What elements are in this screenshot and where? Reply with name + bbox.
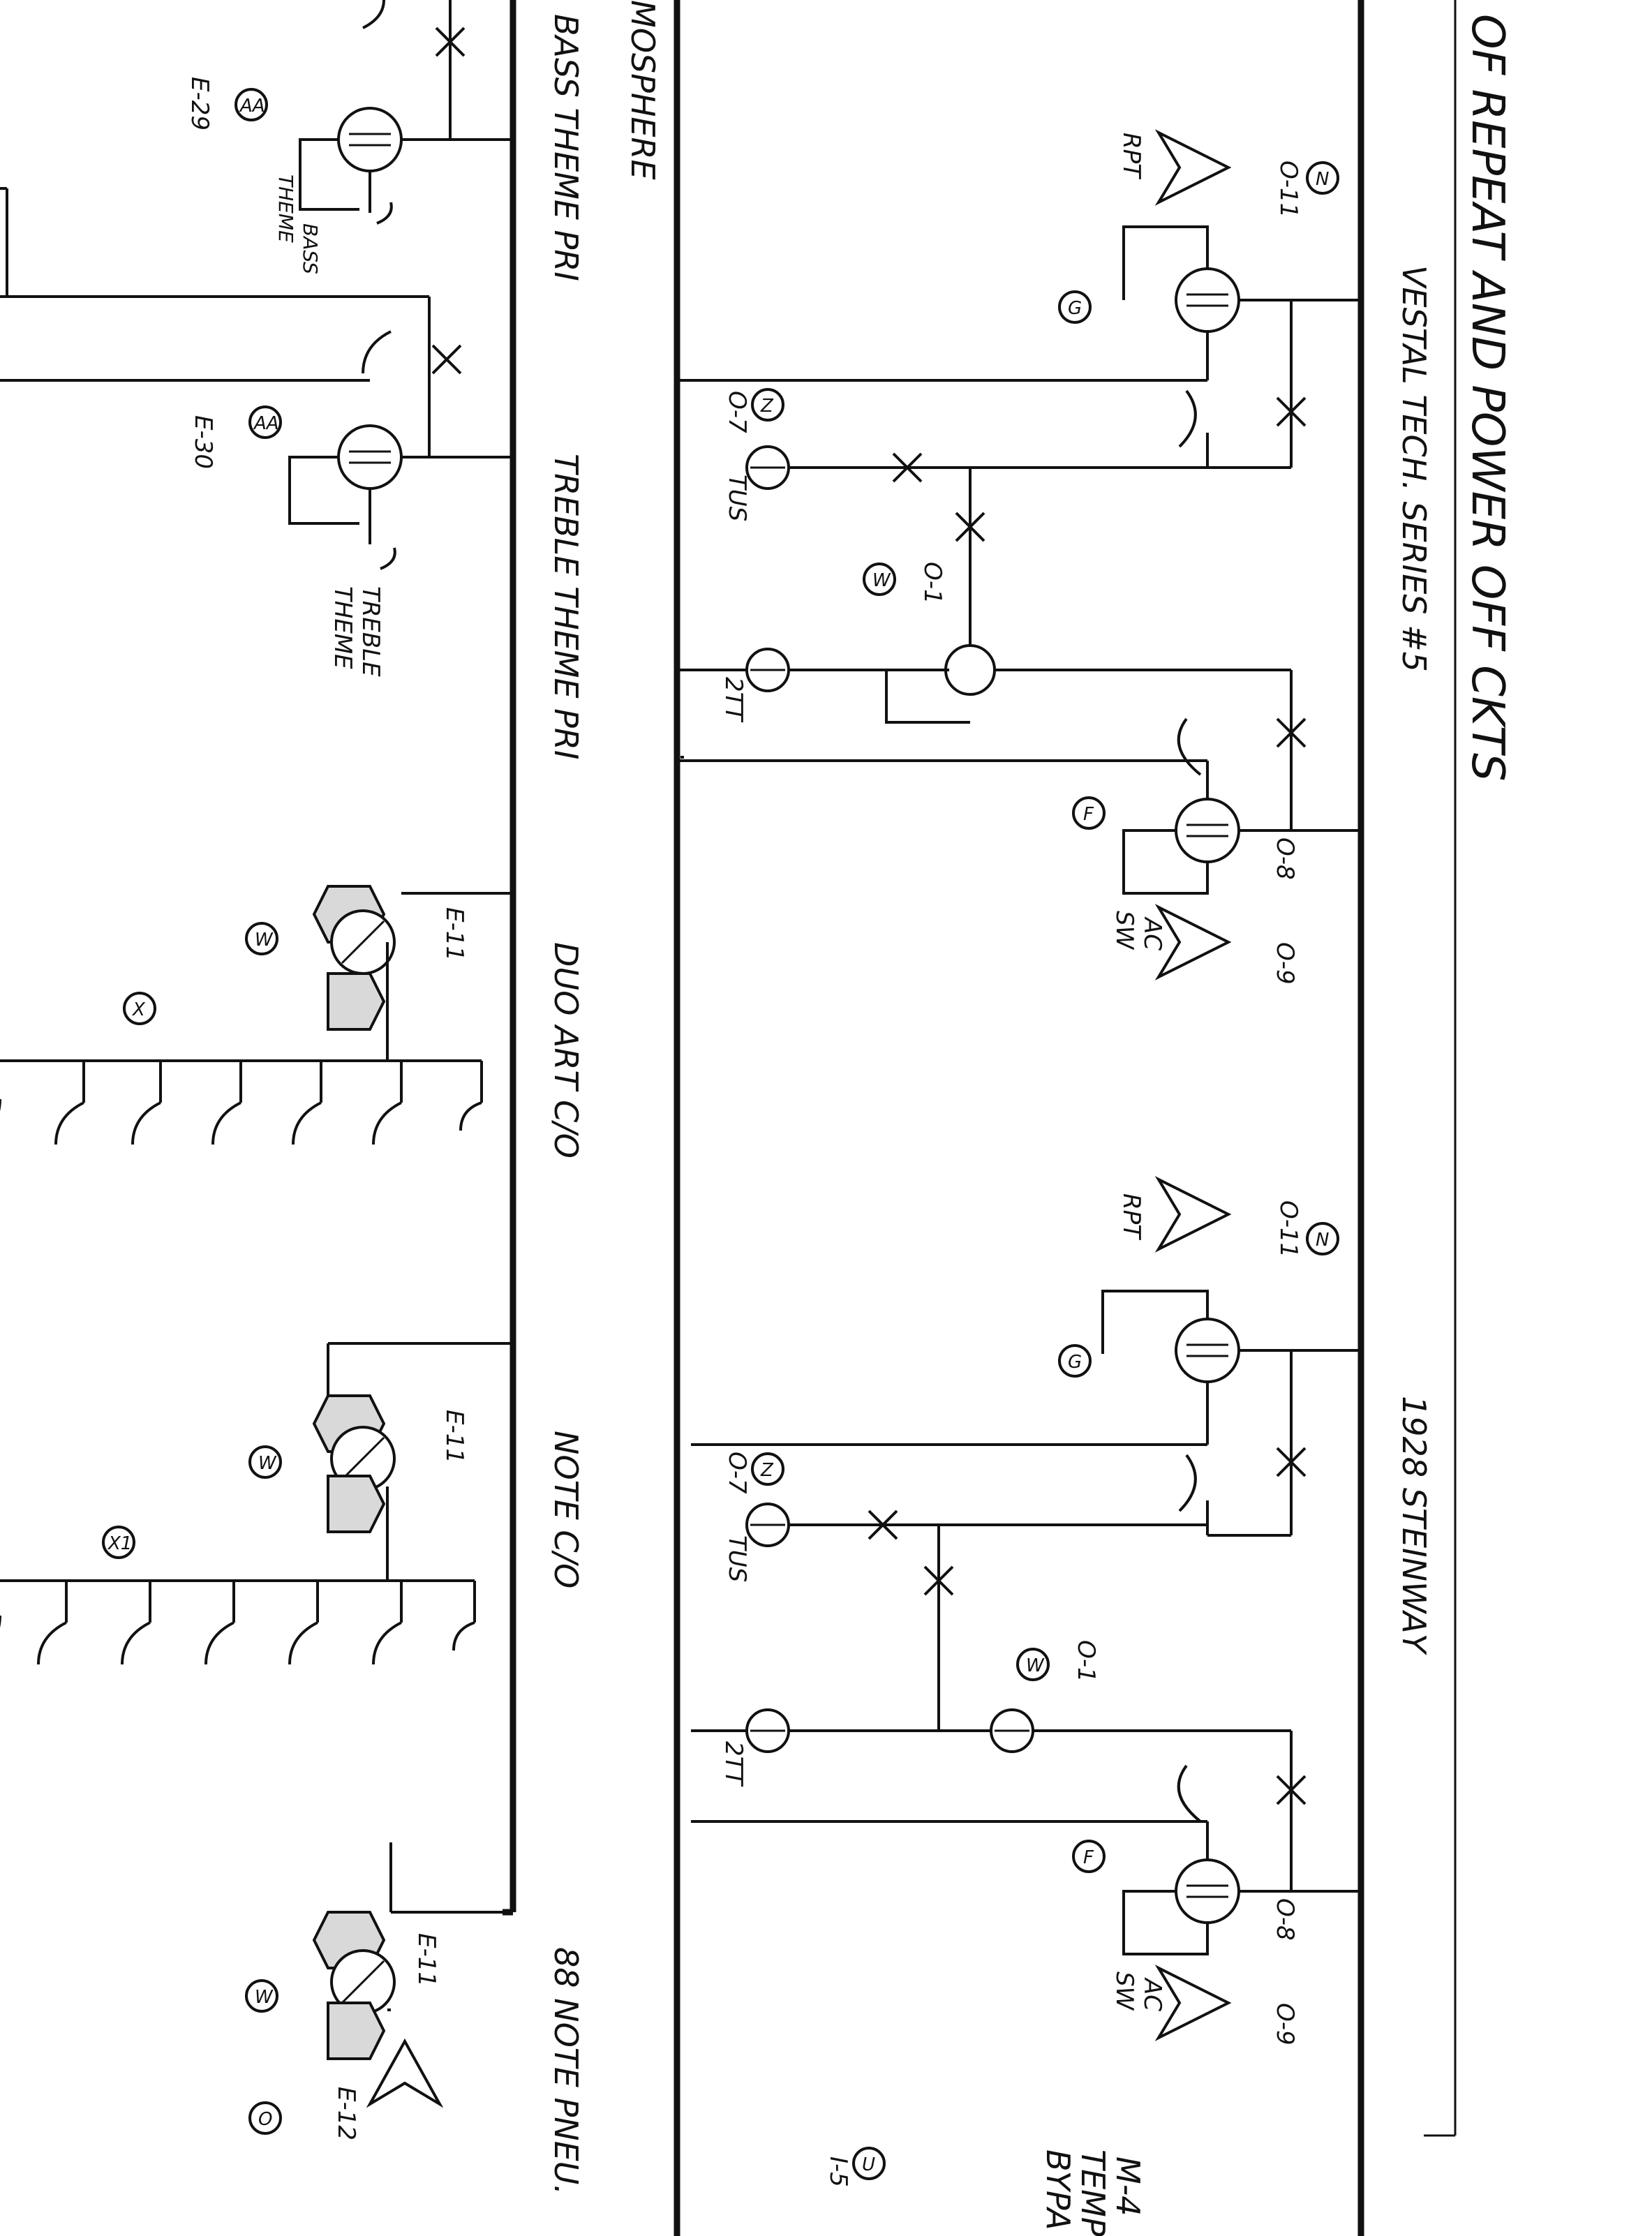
treble-theme-circuit: AA E-30 TREBLE THEME — [0, 379, 513, 677]
section-atmosphere: MOSPHERE — [624, 0, 662, 180]
cross-mark — [431, 344, 462, 375]
title-group: OF REPEAT AND POWER OFF CKTS — [1424, 0, 1513, 2137]
cross-mark — [1276, 1447, 1307, 1477]
svg-text:X1: X1 — [107, 1533, 132, 1554]
cross-mark — [923, 1565, 954, 1596]
svg-text:G: G — [1068, 298, 1082, 319]
svg-text:O-11: O-11 — [1274, 161, 1302, 218]
svg-text:W: W — [1026, 1655, 1045, 1676]
svg-text:TREBLE: TREBLE — [357, 586, 385, 677]
svg-text:TUS: TUS — [723, 475, 751, 521]
svg-text:W: W — [255, 1987, 274, 2008]
pneumatic-rpt-1 — [1154, 129, 1232, 206]
pneumatic-ac-sw-2 — [1154, 1965, 1232, 2041]
svg-text:SW: SW — [1110, 1972, 1138, 2011]
label-88-note-pneu: 88 NOTE PNEU. — [547, 1947, 585, 2195]
pneumatic-ac-sw-1 — [1154, 904, 1232, 981]
svg-text:W: W — [258, 1453, 277, 1474]
cross-mark — [892, 452, 923, 483]
svg-text:W: W — [872, 570, 891, 591]
section-steinway: 1928 STEINWAY — [1395, 1396, 1433, 1656]
pneumatic-rpt-2 — [1154, 1176, 1232, 1253]
svg-text:O-8: O-8 — [1271, 1898, 1299, 1941]
svg-text:W: W — [255, 930, 274, 951]
svg-text:THEME: THEME — [329, 586, 357, 669]
cross-mark — [1276, 717, 1307, 748]
cross-mark — [955, 512, 985, 542]
svg-text:O-1: O-1 — [918, 562, 946, 604]
steinway-circuit: N G O-11 RPT Z O-7 TUS W O-1 2TT — [691, 1176, 1361, 2187]
svg-text:F: F — [1083, 804, 1094, 825]
svg-text:X: X — [131, 999, 146, 1020]
section-bypass-3: BYPA — [1039, 2149, 1077, 2230]
bass-theme-circuit: AA E-29 BASS THEME — [0, 0, 513, 457]
svg-text:O: O — [258, 2109, 272, 2130]
note-pneu-circuit: W O E-11 E-12 — [245, 1842, 503, 2140]
section-vestal: VESTAL TECH. SERIES #5 — [1395, 265, 1433, 672]
svg-text:Z: Z — [760, 396, 774, 417]
svg-text:RPT: RPT — [1117, 1193, 1145, 1240]
section-bypass-2: TEMP — [1074, 2149, 1112, 2236]
svg-text:Z: Z — [760, 1460, 774, 1481]
svg-text:2TT: 2TT — [720, 1741, 747, 1787]
valve-g-2 — [1175, 1318, 1240, 1383]
svg-text:O-7: O-7 — [723, 1452, 751, 1494]
svg-text:AA: AA — [239, 96, 265, 117]
svg-text:O-7: O-7 — [723, 391, 751, 433]
svg-text:I-5: I-5 — [824, 2156, 852, 2187]
svg-text:N: N — [1316, 1230, 1329, 1251]
svg-text:E-11: E-11 — [440, 1410, 468, 1463]
valve-f-2 — [1175, 1858, 1240, 1924]
label-note-co: NOTE C/O — [547, 1431, 585, 1588]
svg-text:RPT: RPT — [1117, 133, 1145, 179]
svg-text:BASS: BASS — [299, 223, 322, 274]
svg-text:2TT: 2TT — [720, 677, 747, 722]
cross-mark — [868, 1510, 898, 1540]
svg-text:AC: AC — [1138, 916, 1166, 951]
svg-text:SW: SW — [1110, 911, 1138, 951]
duo-art-circuit: W X E-11 — [0, 885, 513, 1145]
svg-text:E-11: E-11 — [440, 907, 468, 961]
cross-mark — [1276, 1775, 1307, 1805]
svg-text:THEME: THEME — [274, 174, 297, 243]
valve-e29 — [337, 107, 403, 172]
valve-f-1 — [1175, 798, 1240, 863]
vestal-circuit: N G O-11 RPT Z O-7 TUS W O-1 2TT — [677, 129, 1361, 985]
svg-text:AA: AA — [253, 413, 279, 434]
svg-text:O-1: O-1 — [1072, 1640, 1100, 1683]
svg-text:O-9: O-9 — [1271, 2003, 1299, 2045]
svg-text:E-30: E-30 — [189, 415, 217, 469]
cross-mark — [435, 27, 466, 57]
section-bypass-1: M-4 — [1109, 2156, 1147, 2216]
svg-text:E-12: E-12 — [332, 2087, 360, 2140]
svg-text:AC: AC — [1138, 1977, 1166, 2011]
pneumatic-e12 — [366, 2038, 444, 2108]
cross-mark — [1276, 396, 1307, 427]
svg-text:E-11: E-11 — [412, 1933, 440, 1987]
svg-text:F: F — [1083, 1847, 1094, 1868]
diagram-title: OF REPEAT AND POWER OFF CKTS — [1461, 14, 1513, 782]
label-duo-art-co: DUO ART C/O — [547, 942, 585, 1158]
valve-e30 — [337, 424, 403, 490]
svg-text:G: G — [1068, 1352, 1082, 1373]
svg-text:O-9: O-9 — [1271, 942, 1299, 985]
svg-text:N: N — [1316, 169, 1329, 190]
svg-text:TUS: TUS — [723, 1535, 751, 1582]
valve-g-1 — [1175, 267, 1240, 333]
note-co-circuit: W X1 E-11 — [0, 1342, 513, 1665]
svg-text:U: U — [862, 2154, 875, 2175]
svg-text:O-11: O-11 — [1274, 1200, 1302, 1258]
svg-text:E-29: E-29 — [186, 77, 214, 131]
label-treble-theme-pri: TREBLE THEME PRI — [547, 454, 585, 759]
aa-badge — [235, 88, 268, 121]
svg-text:O-8: O-8 — [1271, 837, 1299, 880]
label-bass-theme-pri: BASS THEME PRI — [547, 14, 585, 281]
